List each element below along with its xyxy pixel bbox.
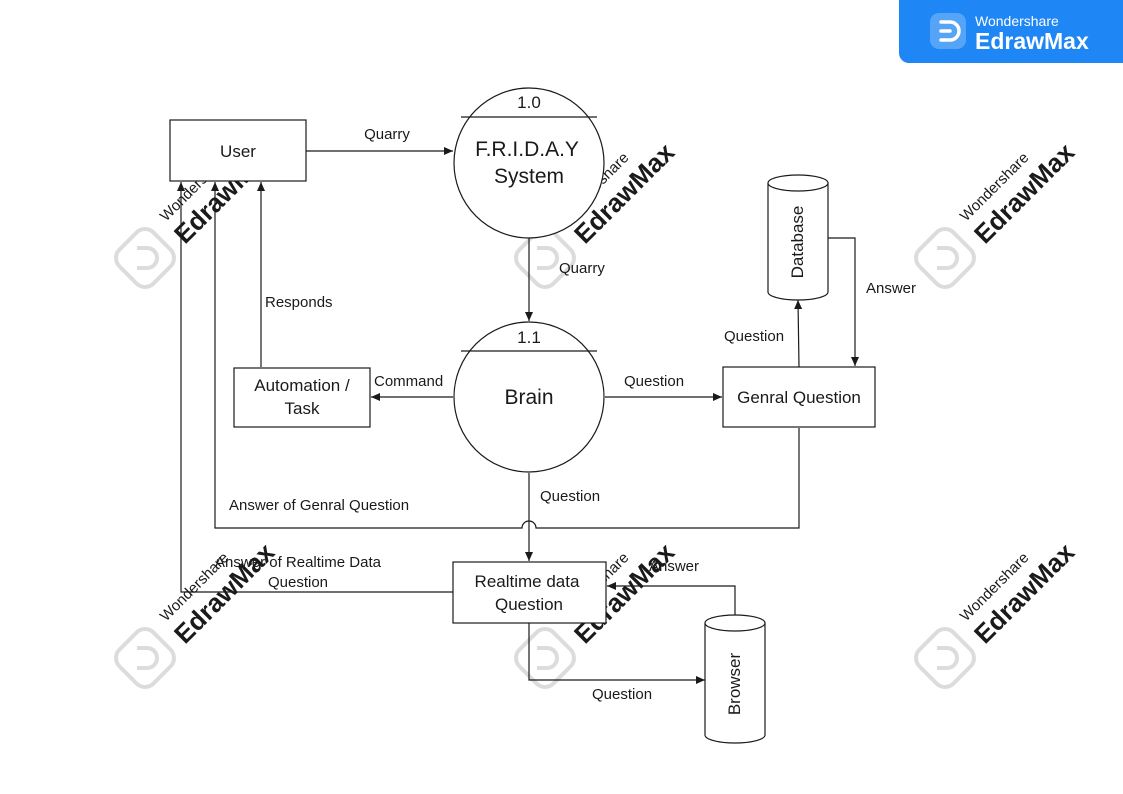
edge-browser-to-realtime: [607, 582, 736, 615]
node-realtime-label-line1: Realtime data: [475, 572, 580, 591]
edge-database-to-general: [828, 237, 859, 366]
edge-label-database-to-general: Answer: [866, 280, 916, 297]
edge-label-browser-to-realtime: Answer: [649, 558, 699, 575]
edge-label-brain-to-automation: Command: [374, 373, 443, 390]
edge-realtime-to-browser: [528, 623, 705, 684]
node-database-top: [767, 174, 829, 192]
node-automation-box: [233, 367, 371, 428]
node-browser[interactable]: Browser: [704, 614, 766, 744]
node-brain[interactable]: 1.1 Brain: [453, 321, 605, 473]
node-automation-label-line2: Task: [285, 399, 320, 418]
edge-label-brain-to-general: Question: [624, 373, 684, 390]
node-realtime-data-question[interactable]: Realtime data Question: [452, 561, 607, 624]
node-friday-circle: [453, 87, 605, 239]
edrawmax-logo-icon: [514, 627, 576, 689]
node-brain-circle: [453, 321, 605, 473]
node-user[interactable]: User: [169, 119, 307, 182]
node-friday-label-line1: F.R.I.D.A.Y: [475, 138, 579, 161]
node-general-question-box: [722, 366, 876, 428]
node-general-question-label: Genral Question: [737, 388, 861, 407]
edge-label-realtime-to-browser: Question: [592, 686, 652, 703]
edge-label-automation-to-user: Responds: [265, 294, 333, 311]
node-database-body: [767, 183, 829, 301]
node-browser-label: Browser: [725, 652, 744, 715]
node-realtime-box: [452, 561, 607, 624]
edrawmax-logo-icon: [514, 227, 576, 289]
node-brain-label: Brain: [504, 386, 553, 409]
node-automation-task[interactable]: Automation / Task: [233, 367, 371, 428]
node-browser-top: [704, 614, 766, 632]
node-browser-body: [704, 623, 766, 744]
edge-label-general-to-database: Question: [724, 328, 784, 345]
node-database[interactable]: Database: [767, 174, 829, 301]
edge-label-general-to-user: Answer of Genral Question: [229, 497, 409, 514]
edrawmax-brand-badge: Wondershare EdrawMax: [899, 0, 1123, 63]
edge-label-brain-to-realtime: Question: [540, 488, 600, 505]
node-friday-label-line2: System: [494, 165, 564, 188]
edge-label-realtime-to-user-line2: Question: [268, 574, 328, 591]
edrawmax-logo-icon: [914, 227, 976, 289]
watermark-bottom-right: Wondershare EdrawMax: [914, 537, 1081, 689]
node-automation-label-line1: Automation /: [254, 376, 350, 395]
watermark-top-right: Wondershare EdrawMax: [914, 137, 1081, 289]
node-database-label: Database: [788, 206, 807, 279]
node-friday-number: 1.0: [517, 93, 541, 112]
edrawmax-logo-icon: [114, 627, 176, 689]
edrawmax-logo-icon: [114, 227, 176, 289]
edge-label-user-to-friday: Quarry: [364, 126, 410, 143]
node-general-question[interactable]: Genral Question: [722, 366, 876, 428]
edrawmax-logo-icon: [914, 627, 976, 689]
edge-realtime-to-user: [177, 182, 453, 593]
node-friday-system[interactable]: 1.0 F.R.I.D.A.Y System: [453, 87, 605, 239]
edrawmax-logo-icon: [930, 13, 966, 49]
edge-label-realtime-to-user-line1: Answer of Realtime Data: [215, 554, 382, 571]
brand-small-text: Wondershare: [975, 13, 1059, 29]
node-realtime-label-line2: Question: [495, 595, 563, 614]
brand-big-text: EdrawMax: [975, 28, 1089, 54]
edge-general-to-database: [794, 299, 803, 368]
edge-label-friday-to-brain: Quarry: [559, 260, 605, 277]
node-user-box: [169, 119, 307, 182]
node-user-label: User: [220, 142, 256, 161]
node-brain-number: 1.1: [517, 328, 541, 347]
